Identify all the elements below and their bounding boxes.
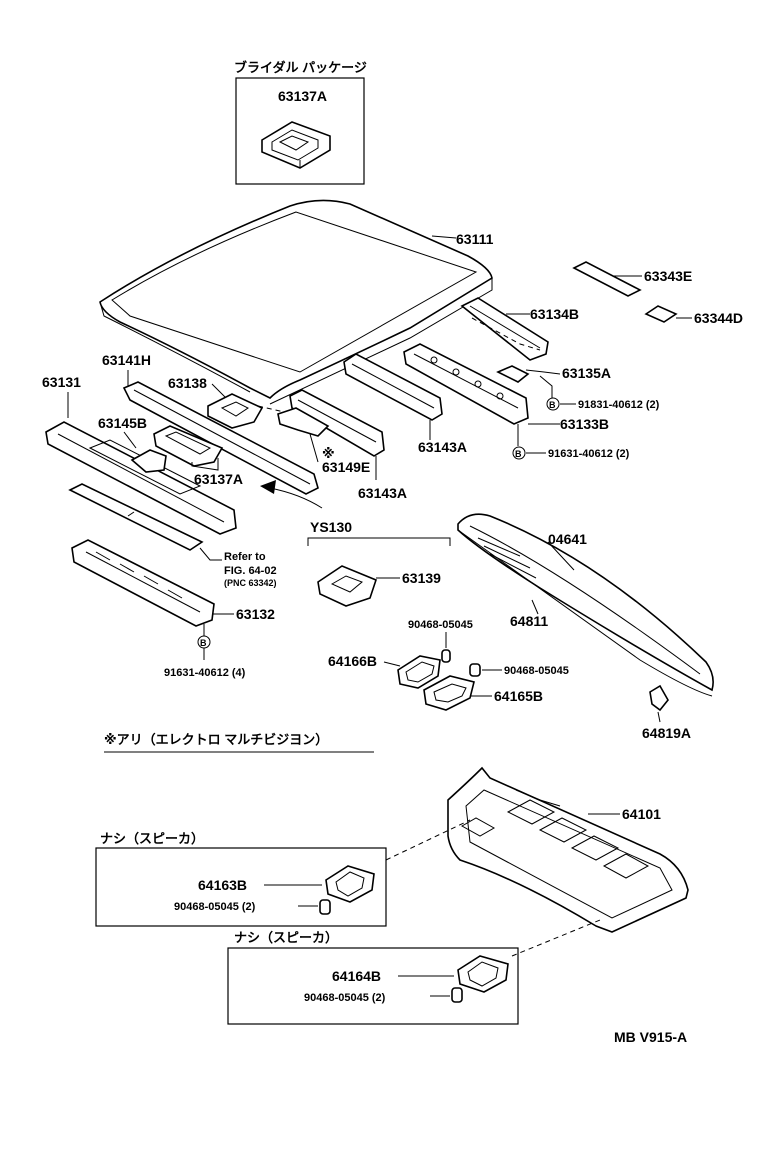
label-63141H: 63141H [102, 352, 151, 368]
part-64164B-cover [457, 955, 509, 993]
part-63141H-header [122, 381, 319, 495]
label-91631-40612-4: 91631-40612 (4) [164, 667, 246, 679]
bolt-icon-63132: B [197, 635, 211, 649]
label-63131: 63131 [42, 374, 81, 390]
footer-code: MB V915-A [614, 1029, 687, 1045]
bridal-package-title: ブライダル パッケージ [234, 60, 367, 75]
label-64811: 64811 [510, 613, 548, 629]
clip-icon-90468-b [469, 663, 481, 677]
label-63145B: 63145B [98, 415, 147, 431]
label-63139: 63139 [402, 570, 441, 586]
arrow-icon-ys130 [260, 480, 323, 509]
label-63138: 63138 [168, 375, 207, 391]
part-64101-rear-panel [447, 766, 689, 933]
dash-63134B [471, 317, 541, 351]
speaker-box-1 [95, 847, 387, 927]
leader-63145B [123, 431, 137, 449]
part-64166B-cover [397, 655, 441, 689]
speaker-box-2 [227, 947, 519, 1025]
label-91631-40612-2: 91631-40612 (2) [548, 448, 630, 460]
dash-63138 [257, 405, 285, 413]
part-63133B-rail [403, 343, 529, 425]
svg-text:B: B [549, 400, 556, 410]
label-90468-05045-a: 90468-05045 [408, 619, 473, 631]
label-refer-line2: FIG. 64-02 [224, 565, 277, 577]
leader-64166B [383, 661, 401, 667]
label-refer-line1: Refer to [224, 551, 266, 563]
part-63139-bracket [317, 565, 377, 607]
part-63149E-bracket [277, 407, 330, 437]
part-64819A-clip [649, 684, 669, 723]
part-64165B-cover [423, 675, 475, 711]
part-64811-package-tray [457, 513, 714, 697]
leader-63135A [525, 369, 561, 375]
clip-icon-90468-d [451, 987, 463, 1003]
label-90468-05045-d: 90468-05045 (2) [304, 992, 386, 1004]
leader-63149E [309, 433, 319, 463]
part-63135A-bracket [496, 365, 530, 383]
part-63143A-bow-lower [289, 389, 385, 457]
dash-speaker-1 [385, 819, 471, 861]
leader-63111 [431, 235, 457, 239]
label-64164B: 64164B [332, 968, 381, 984]
part-63143A-bow-upper [343, 353, 443, 421]
leader-63138 [211, 383, 227, 399]
label-63344D: 63344D [694, 310, 743, 326]
bolt-icon-lower: B [512, 446, 526, 460]
label-ys130: YS130 [310, 519, 352, 535]
leader-04641 [547, 541, 575, 571]
label-63137A-box: 63137A [278, 88, 327, 104]
part-63138-bracket [207, 393, 264, 429]
label-63134B: 63134B [530, 306, 579, 322]
svg-text:B: B [200, 638, 207, 648]
clip-icon-90468-c [319, 899, 331, 915]
part-63343E-pad [572, 261, 642, 297]
part-63145B-bracket [130, 449, 167, 473]
speaker-note-1: ナシ（スピーカ） [100, 831, 204, 846]
label-63343E: 63343E [644, 268, 692, 284]
part-63132-panel [71, 539, 215, 627]
part-63137A-bracket [153, 425, 224, 467]
label-63143A-b: 63143A [358, 485, 407, 501]
label-64166B: 64166B [328, 653, 377, 669]
label-64165B: 64165B [494, 688, 543, 704]
bridal-package-box [235, 77, 365, 185]
part-64163B-cover [325, 865, 375, 903]
leader-63137A-bracket [191, 458, 219, 471]
label-64819A: 64819A [642, 725, 691, 741]
label-63143A-a: 63143A [418, 439, 467, 455]
label-90468-05045-b: 90468-05045 [504, 665, 569, 677]
part-63134B-rail [460, 297, 549, 361]
label-63135A: 63135A [562, 365, 611, 381]
part-63344D-clip [644, 305, 678, 323]
leader-refer [199, 547, 222, 561]
label-refer-line3: (PNC 63342) [224, 578, 277, 588]
part-63111-roof-panel [99, 199, 493, 405]
leader-bolt-upper [539, 375, 553, 398]
leader-64811 [531, 599, 539, 615]
note-electro-multivision: ※アリ（エレクトロ マルチビジヨン） [104, 732, 328, 747]
bolt-icon-upper: B [546, 397, 560, 411]
label-64163B: 64163B [198, 877, 247, 893]
dash-speaker-2 [511, 919, 601, 957]
star-mark: ※ [322, 446, 335, 461]
label-90468-05045-c: 90468-05045 (2) [174, 901, 256, 913]
part-63131-front-rail [45, 421, 237, 535]
label-63132: 63132 [236, 606, 275, 622]
label-63111: 63111 [456, 231, 494, 247]
label-64101: 64101 [622, 806, 661, 822]
label-63137A: 63137A [194, 471, 243, 487]
label-63133B: 63133B [560, 416, 609, 432]
svg-text:B: B [515, 449, 522, 459]
label-04641: 04641 [548, 531, 587, 547]
part-63137A-box-drawing [261, 121, 331, 169]
label-91831-40612: 91831-40612 (2) [578, 399, 660, 411]
label-63149E: 63149E [322, 459, 370, 475]
part-reference-strip [68, 483, 204, 551]
clip-icon-90468-a [441, 649, 451, 663]
speaker-note-2: ナシ（スピーカ） [234, 930, 338, 945]
bracket-ys130 [307, 537, 451, 546]
